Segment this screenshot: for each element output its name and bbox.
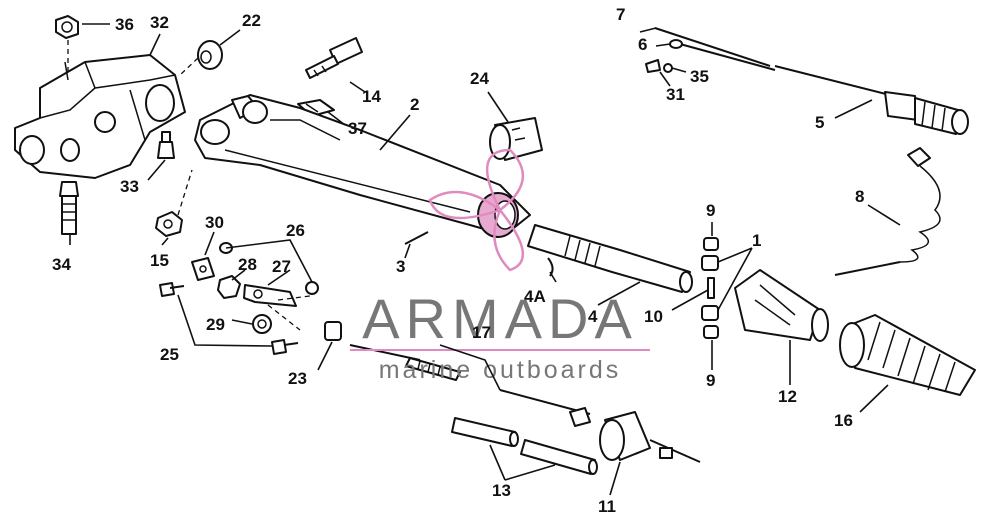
- label-17: 17: [472, 323, 491, 342]
- bracket-housing-32: [14, 54, 186, 179]
- label-23: 23: [288, 369, 307, 388]
- grease-fitting-33: [157, 131, 175, 159]
- throttle-shaft-4: [527, 224, 693, 293]
- label-6: 6: [638, 35, 647, 54]
- label-5: 5: [815, 113, 824, 132]
- label-29: 29: [206, 315, 225, 334]
- watermark-tagline: marine outboards: [379, 356, 622, 384]
- bushing-24: [489, 117, 543, 161]
- label-27: 27: [272, 257, 291, 276]
- pin-3: [404, 231, 429, 245]
- label-26: 26: [286, 221, 305, 240]
- label-9-bottom: 9: [706, 371, 715, 390]
- block-9-top: [703, 237, 719, 251]
- label-13: 13: [492, 481, 511, 500]
- leader-lines: [69, 23, 901, 496]
- block-1-upper: [701, 255, 719, 271]
- washer-35: [663, 63, 673, 73]
- label-3: 3: [396, 257, 405, 276]
- stop-switch-5: [774, 65, 969, 135]
- bolt-14: [305, 37, 363, 79]
- handle-grip-16: [839, 314, 976, 396]
- nut-28: [217, 275, 241, 299]
- nut-15: [155, 211, 183, 237]
- lanyard-8: [834, 147, 941, 276]
- sleeve-13a: [451, 417, 519, 447]
- watermark: ARMADA marine outboards: [350, 148, 650, 384]
- label-4: 4: [588, 307, 598, 326]
- bushing-23: [324, 321, 342, 341]
- label-7: 7: [616, 5, 625, 24]
- label-31: 31: [666, 85, 685, 104]
- label-35: 35: [690, 67, 709, 86]
- washer-26b: [305, 281, 319, 295]
- label-1: 1: [752, 231, 761, 250]
- label-30: 30: [205, 213, 224, 232]
- wire-7: [654, 27, 771, 67]
- washer-22: [197, 40, 223, 70]
- label-15: 15: [150, 251, 169, 270]
- label-12: 12: [778, 387, 797, 406]
- label-11: 11: [598, 497, 616, 516]
- label-33: 33: [120, 177, 139, 196]
- label-14: 14: [362, 87, 381, 106]
- sleeve-13b: [520, 439, 598, 475]
- pin-10: [707, 277, 715, 299]
- label-4a: 4A: [524, 287, 546, 306]
- throttle-grip-12: [734, 269, 829, 342]
- bolt-34: [59, 181, 79, 235]
- wire-6: [669, 39, 776, 71]
- tiller-arm-2: [194, 94, 531, 236]
- label-16: 16: [834, 411, 853, 430]
- propeller-logo: [428, 148, 525, 272]
- screw-25-bottom: [271, 339, 299, 355]
- cable-housing-11: [569, 407, 701, 463]
- nut-36: [55, 15, 79, 39]
- block-9-bottom: [703, 325, 719, 339]
- gear-29: [252, 314, 272, 334]
- bracket-30: [191, 257, 215, 281]
- part-labels: 36 32 22 14 37 2 24 33 34 15 30 26 28 27…: [52, 5, 864, 516]
- screw-31: [645, 59, 661, 73]
- label-25: 25: [160, 345, 179, 364]
- label-9-top: 9: [706, 201, 715, 220]
- lever-27: [243, 284, 297, 307]
- label-22: 22: [242, 11, 261, 30]
- label-28: 28: [238, 255, 257, 274]
- watermark-brand: ARMADA: [362, 287, 638, 350]
- block-1-lower: [701, 305, 719, 321]
- label-37: 37: [348, 119, 367, 138]
- label-2: 2: [410, 95, 419, 114]
- label-24: 24: [470, 69, 489, 88]
- label-10: 10: [644, 307, 663, 326]
- label-36: 36: [115, 15, 134, 34]
- label-8: 8: [855, 187, 864, 206]
- label-34: 34: [52, 255, 71, 274]
- screw-25-top: [159, 282, 185, 297]
- label-32: 32: [150, 13, 169, 32]
